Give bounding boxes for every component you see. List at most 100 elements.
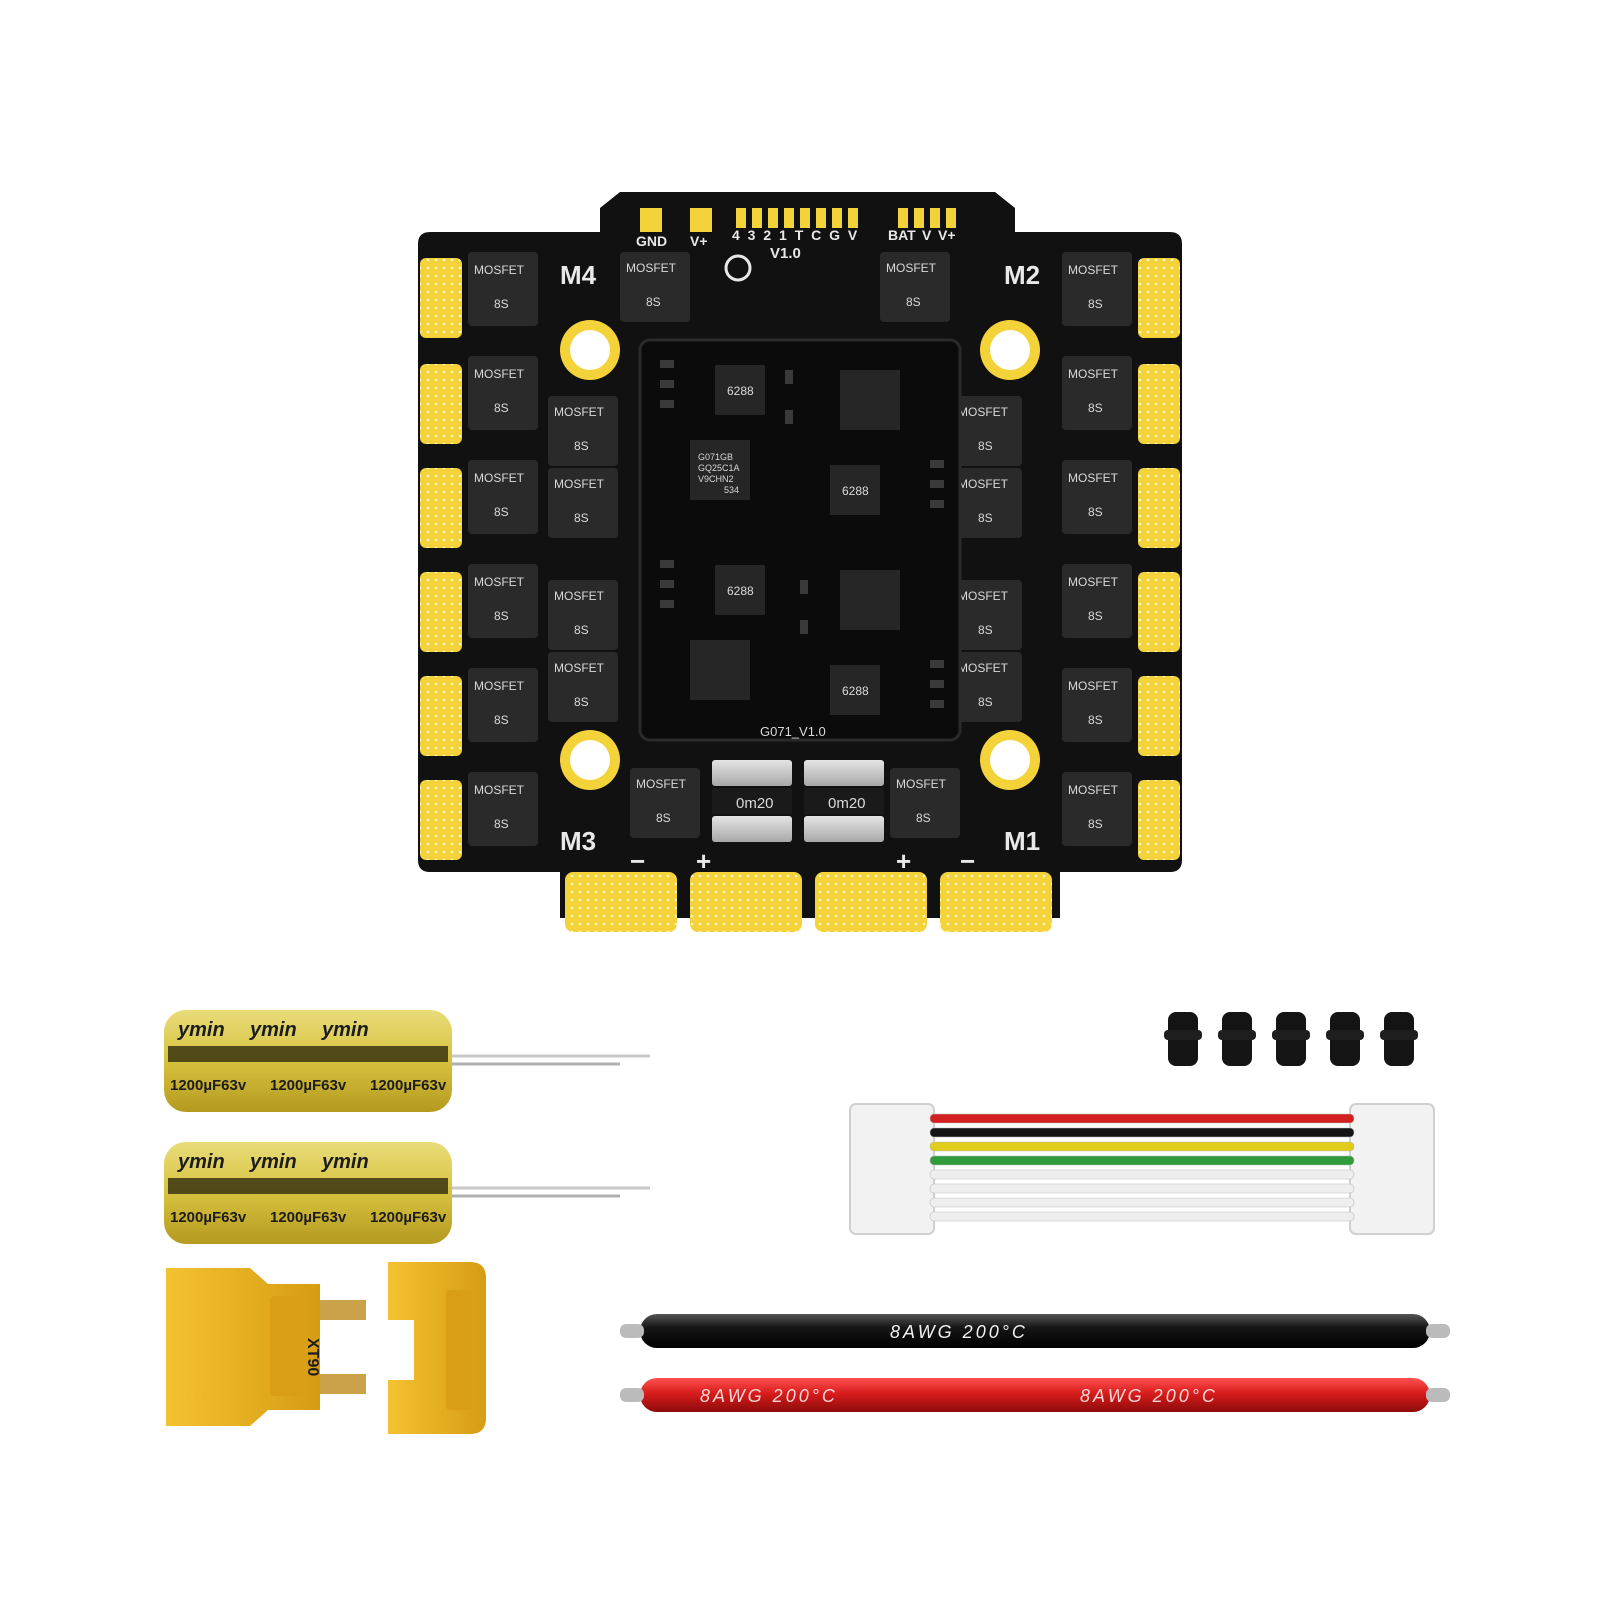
cap-rating: 1200µF63v: [370, 1209, 447, 1226]
shunt-resistors: 0m20 0m20: [712, 760, 884, 842]
mosfet-label: MOSFET: [1068, 471, 1119, 485]
grommet: [1164, 1012, 1202, 1066]
battery-pads: [565, 872, 1052, 932]
mosfet-chip: MOSFET 8S: [952, 396, 1022, 466]
signal-pin-labels: 4 3 2 1 T C G V: [732, 227, 859, 243]
signal-wire: [929, 1211, 1355, 1222]
xt90-label: XT90: [304, 1338, 321, 1376]
mosfet-rating: 8S: [906, 295, 921, 309]
signal-wire: [929, 1183, 1355, 1194]
mosfet-label: MOSFET: [958, 405, 1009, 419]
mosfet-rating: 8S: [1088, 609, 1103, 623]
mosfet-label: MOSFET: [1068, 783, 1119, 797]
mosfet-label: MOSFET: [474, 471, 525, 485]
cap-brand: ymin: [249, 1019, 297, 1041]
vplus2-label: V+: [938, 227, 956, 243]
mosfet-label: MOSFET: [958, 661, 1009, 675]
mosfet-rating: 8S: [1088, 817, 1103, 831]
mosfet-rating: 8S: [574, 511, 589, 525]
mosfet-rating: 8S: [1088, 713, 1103, 727]
shunt-marking: 0m20: [828, 795, 866, 812]
mosfet-label: MOSFET: [554, 589, 605, 603]
black-wire-label: 8AWG 200°C: [890, 1322, 1028, 1342]
vplus-label: V+: [690, 233, 708, 249]
mcu-chip: [840, 570, 900, 630]
minus-sign: −: [630, 846, 645, 876]
mosfet-chip: MOSFET 8S: [548, 580, 618, 650]
v-label: V: [922, 227, 932, 243]
esc-board: GND V+ 4 3 2 1 T C G V BAT V V+ V1.0 M4 …: [418, 192, 1182, 932]
mosfet-rating: 8S: [494, 609, 509, 623]
red-wire-label: 8AWG 200°C: [700, 1386, 838, 1406]
mosfet-rating: 8S: [494, 505, 509, 519]
mosfet-label: MOSFET: [554, 661, 605, 675]
red-wire-label: 8AWG 200°C: [1080, 1386, 1218, 1406]
signal-cable: [849, 1103, 1435, 1235]
module-label: G071_V1.0: [760, 724, 826, 739]
cap-brand: ymin: [249, 1151, 297, 1173]
gnd-label: GND: [636, 233, 667, 249]
mosfet-rating: 8S: [978, 511, 993, 525]
mosfet-rating: 8S: [494, 401, 509, 415]
cap-brand: ymin: [321, 1151, 369, 1173]
cap-rating: 1200µF63v: [370, 1077, 447, 1094]
driver-marking: 6288: [727, 384, 754, 398]
right-motor-pads: [1138, 258, 1180, 860]
motor-label-m4: M4: [560, 260, 597, 290]
mounting-holes: [560, 320, 1040, 790]
driver-chip: [715, 365, 765, 415]
plus-sign: +: [896, 846, 911, 876]
mosfet-rating: 8S: [574, 623, 589, 637]
mcu-marking-line2: GQ25C1A: [698, 463, 740, 473]
version-label: V1.0: [770, 245, 801, 262]
mosfet-rating: 8S: [916, 811, 931, 825]
cap-rating: 1200µF63v: [270, 1077, 347, 1094]
mosfet-rating: 8S: [494, 297, 509, 311]
minus-sign: −: [960, 846, 975, 876]
mosfet-rating: 8S: [978, 439, 993, 453]
cap-brand: ymin: [177, 1151, 225, 1173]
signal-wire: [929, 1197, 1355, 1208]
black-power-wire: 8AWG 200°C: [620, 1314, 1450, 1348]
driver-chip: [830, 465, 880, 515]
mosfet-label: MOSFET: [626, 261, 677, 275]
grommet: [1272, 1012, 1310, 1066]
red-power-wire: 8AWG 200°C 8AWG 200°C: [620, 1378, 1450, 1412]
xt90-plug: XT90: [166, 1268, 366, 1426]
xt90-socket: [388, 1262, 486, 1434]
mosfet-rating: 8S: [978, 623, 993, 637]
mosfet-label: MOSFET: [1068, 575, 1119, 589]
signal-pads: [640, 208, 956, 232]
controller-module: 6288 6288 6288 6288 G071GB GQ25C1A V9CHN…: [638, 338, 962, 742]
mcu-marking-line1: G071GB: [698, 452, 733, 462]
signal-wires: [929, 1113, 1355, 1222]
mosfet-chip: MOSFET 8S: [468, 460, 538, 534]
mosfet-label: MOSFET: [474, 679, 525, 693]
signal-wire: [929, 1127, 1355, 1138]
grommet: [1218, 1012, 1256, 1066]
motor-label-m1: M1: [1004, 826, 1040, 856]
driver-chip: [715, 565, 765, 615]
mcu-chip: [840, 370, 900, 430]
signal-wire: [929, 1141, 1355, 1152]
mosfet-rating: 8S: [574, 439, 589, 453]
left-motor-pads: [420, 258, 462, 860]
mosfet-rating: 8S: [656, 811, 671, 825]
driver-marking: 6288: [842, 484, 869, 498]
silicone-grommets: [1164, 1012, 1418, 1066]
mosfet-label: MOSFET: [1068, 367, 1119, 381]
mosfet-rating: 8S: [978, 695, 993, 709]
